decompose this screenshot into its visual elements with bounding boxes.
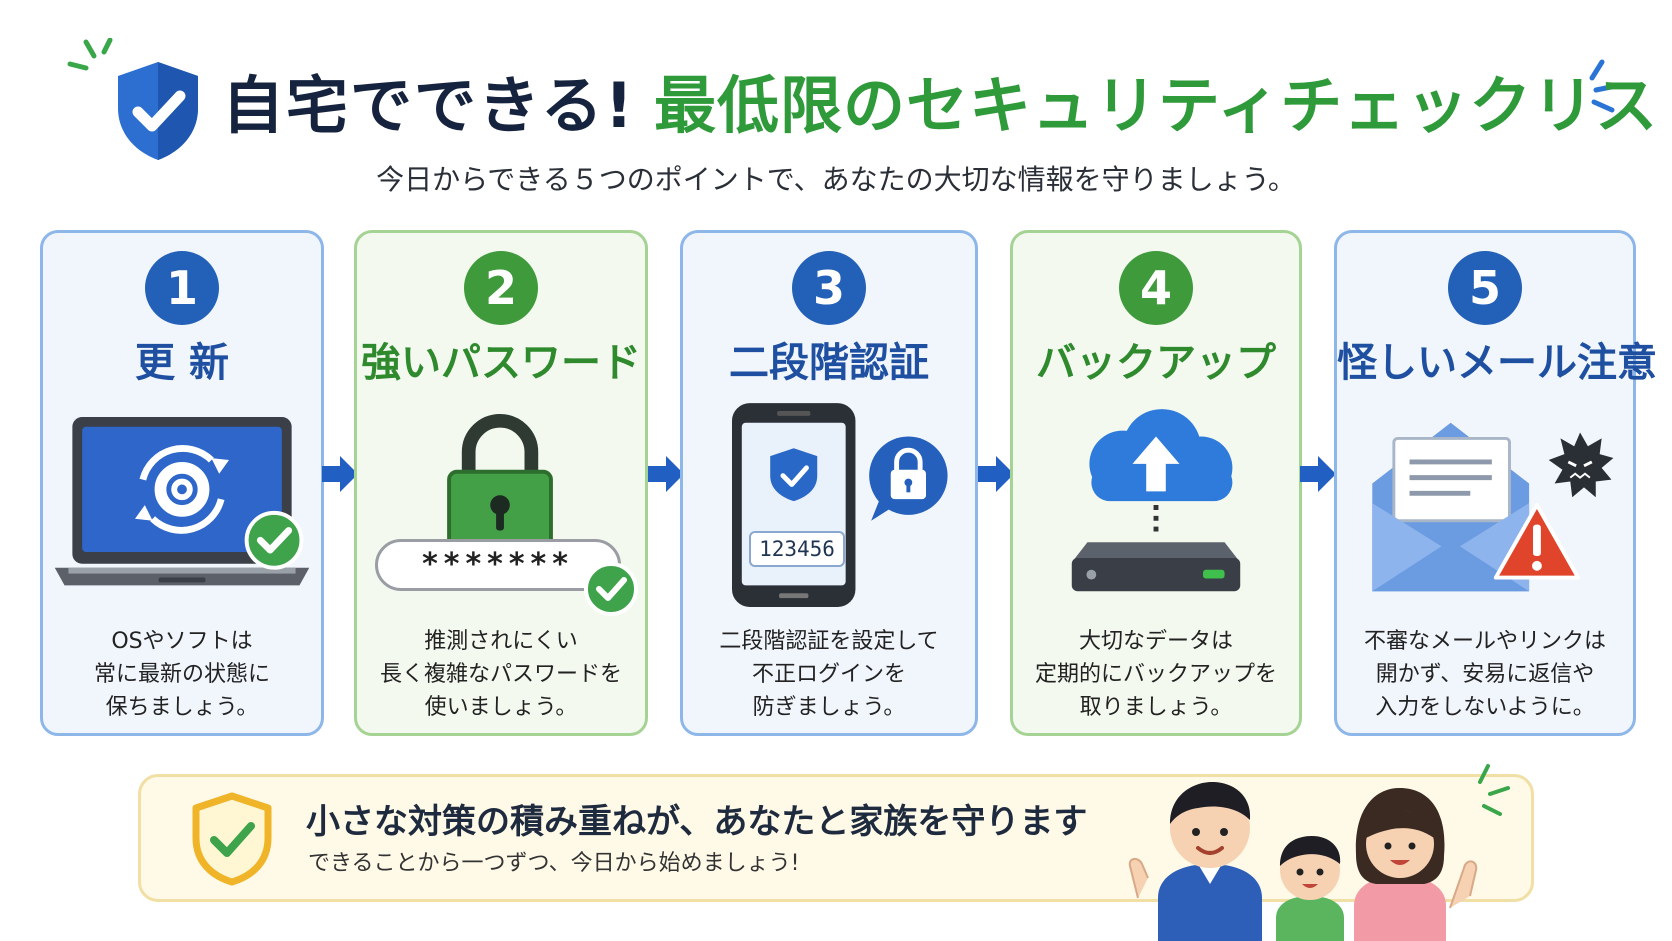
step-card-2fa: 3 二段階認証 123456 二段階認証を設定して 不正ログインを 防ぎましょう… <box>680 230 978 736</box>
step-description-line: 使いましょう。 <box>424 695 578 720</box>
step-description-line: 入力をしないように。 <box>1375 695 1595 720</box>
page-subtitle: 今日からできる５つのポイントで、あなたの大切な情報を守りましょう。 <box>376 163 1296 196</box>
step-description-line: 定期的にバックアップを <box>1034 662 1277 687</box>
check-badge-icon <box>584 562 638 616</box>
step-card-suspicious-mail: 5 怪しいメール注意 不審なメールやリンクは 開かず、安易に返信や 入力をしない… <box>1334 230 1657 736</box>
step-description-line: 防ぎましょう。 <box>752 695 906 720</box>
step-title: 二段階認証 <box>729 340 929 386</box>
page-title-accent: 最低限のセキュリティチェックリスト <box>654 69 1672 142</box>
verification-code-field: 123456 <box>749 531 845 567</box>
arrow-right-icon <box>322 456 358 492</box>
banner-shield-check-icon <box>192 792 272 886</box>
header-spark-left-icon <box>67 38 113 71</box>
header-spark-right-icon <box>1589 59 1619 113</box>
step-description-line: 長く複雑なパスワードを <box>379 662 622 687</box>
step-description: 推測されにくい 長く複雑なパスワードを 使いましょう。 <box>357 625 645 724</box>
arrow-right-icon <box>978 456 1014 492</box>
step-description-line: 取りましょう。 <box>1079 695 1233 720</box>
banner-title: 小さな対策の積み重ねが、あなたと家族を守ります <box>306 802 1088 842</box>
laptop-update-icon <box>54 416 310 586</box>
step-card-update: 1 更 新 OSやソフトは 常に最新の状態に 保ちましょう。 <box>40 230 324 736</box>
step-description-line: 常に最新の状態に <box>93 662 270 687</box>
step-description-line: 保ちましょう。 <box>105 695 259 720</box>
step-description: OSやソフトは 常に最新の状態に 保ちましょう。 <box>43 625 321 724</box>
step-description-line: 二段階認証を設定して <box>719 629 939 654</box>
step-title: 怪しいメール注意 <box>1337 340 1657 386</box>
step-description: 大切なデータは 定期的にバックアップを 取りましょう。 <box>1013 625 1299 724</box>
step-number-badge: 4 <box>1119 251 1193 325</box>
email-warning-icon <box>1372 422 1614 592</box>
step-description-line: 大切なデータは <box>1078 629 1233 654</box>
header-shield-check-icon <box>118 62 198 160</box>
step-description-line: 不正ログインを <box>751 662 906 687</box>
password-mask-text: ******* <box>422 547 574 582</box>
family-illustration <box>1128 764 1510 941</box>
step-card-backup: 4 バックアップ 大切なデータは 定期的にバックアップを 取りましょう。 <box>1010 230 1302 736</box>
cloud-backup-icon <box>1071 409 1241 592</box>
step-title: 更 新 <box>135 340 229 386</box>
step-title: バックアップ <box>1036 340 1276 386</box>
smartphone-2fa-icon <box>731 403 948 607</box>
step-description: 二段階認証を設定して 不正ログインを 防ぎましょう。 <box>683 625 975 724</box>
arrow-right-icon <box>648 456 684 492</box>
arrow-right-icon <box>1300 456 1336 492</box>
step-card-password: 2 強いパスワード ******* 推測されにくい 長く複雑なパスワードを 使い… <box>354 230 648 736</box>
step-description-line: OSやソフトは <box>111 629 253 654</box>
step-title: 強いパスワード <box>361 340 641 386</box>
step-description-line: 推測されにくい <box>424 629 578 654</box>
step-number-badge: 5 <box>1448 251 1522 325</box>
step-description-line: 開かず、安易に返信や <box>1375 662 1595 687</box>
page-title-main: 自宅でできる! <box>222 69 636 142</box>
password-field-illustration: ******* <box>375 539 621 591</box>
step-number-badge: 3 <box>792 251 866 325</box>
banner-subtitle: できることから一つずつ、今日から始めましょう! <box>308 851 800 876</box>
step-number-badge: 1 <box>145 251 219 325</box>
step-description: 不審なメールやリンクは 開かず、安易に返信や 入力をしないように。 <box>1337 625 1633 724</box>
step-number-badge: 2 <box>464 251 538 325</box>
step-description-line: 不審なメールやリンクは <box>1363 629 1606 654</box>
